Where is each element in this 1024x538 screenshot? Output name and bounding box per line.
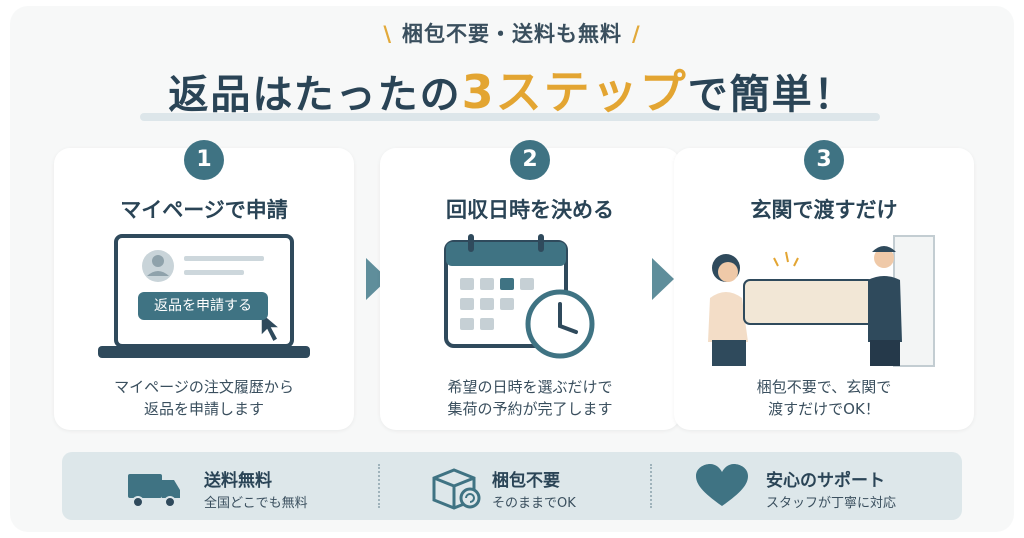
feature-divider-1 xyxy=(378,464,380,508)
feature-title-3: 安心のサポート xyxy=(766,471,885,491)
step-number-3: 3 xyxy=(804,140,844,180)
feature-divider-2 xyxy=(650,464,652,508)
truck-icon xyxy=(128,474,180,508)
eyebrow-text: \ 梱包不要・送料も無料 / xyxy=(0,18,1024,48)
step-number-2: 2 xyxy=(510,140,550,180)
slash-left: \ xyxy=(383,22,392,46)
heart-icon xyxy=(696,464,748,506)
step-arrow-1 xyxy=(366,258,388,300)
feature-free-shipping: 送料無料 全国どこでも無料 xyxy=(62,452,362,520)
feature-title-2: 梱包不要 xyxy=(492,471,560,491)
feature-bar: 送料無料 全国どこでも無料 梱包不要 そのままでOK 安心のサポート スタッフが… xyxy=(62,452,962,520)
feature-subtitle-2: そのままでOK xyxy=(492,496,576,511)
handover-icon xyxy=(708,235,935,367)
box-refresh-icon xyxy=(432,468,481,510)
step-title-1: マイページで申請 xyxy=(120,198,288,222)
step-title-3: 玄関で渡すだけ xyxy=(750,198,898,222)
apply-return-button[interactable]: 返品を申請する xyxy=(138,292,268,320)
headline-after: で簡単！ xyxy=(687,72,856,118)
headline-accent: 3ステップ xyxy=(461,65,688,119)
headline-before: 返品はたったの xyxy=(168,72,462,118)
step-number-1: 1 xyxy=(184,140,224,180)
step-title-2: 回収日時を決める xyxy=(446,198,614,222)
slash-right: / xyxy=(632,22,641,46)
step-card-3: 3 玄関で渡すだけ 梱包不要で、玄関で 渡すだけでOK！ xyxy=(674,140,974,430)
feature-no-packing: 梱包不要 そのままでOK xyxy=(362,452,662,520)
apply-return-button-label: 返品を申請する xyxy=(154,298,252,314)
step-description-2: 希望の日時を選ぶだけで 集荷の予約が完了します xyxy=(447,378,613,418)
feature-subtitle-3: スタッフが丁寧に対応 xyxy=(766,496,897,511)
headline-underline xyxy=(140,113,880,121)
step-description-3: 梱包不要で、玄関で 渡すだけでOK！ xyxy=(756,378,892,418)
eyebrow-label: 梱包不要・送料も無料 xyxy=(402,22,622,46)
step-arrow-2 xyxy=(652,258,674,300)
step-card-2: 2 回収日時を決める 希望の日時を選ぶだけで 集荷の予約が完了します xyxy=(380,140,680,430)
step-description-1: マイページの注文履歴から 返品を申請します xyxy=(114,378,294,418)
step-card-1: 1 マイページで申請 返品を申請する マイページの注文履歴から 返品を申請します xyxy=(54,140,354,430)
feature-title-1: 送料無料 xyxy=(204,471,272,491)
page-title: 返品はたったの3ステップで簡単！ xyxy=(0,56,1024,122)
feature-support: 安心のサポート スタッフが丁寧に対応 xyxy=(662,452,962,520)
feature-subtitle-1: 全国どこでも無料 xyxy=(204,496,308,511)
calendar-clock-icon xyxy=(444,234,595,359)
